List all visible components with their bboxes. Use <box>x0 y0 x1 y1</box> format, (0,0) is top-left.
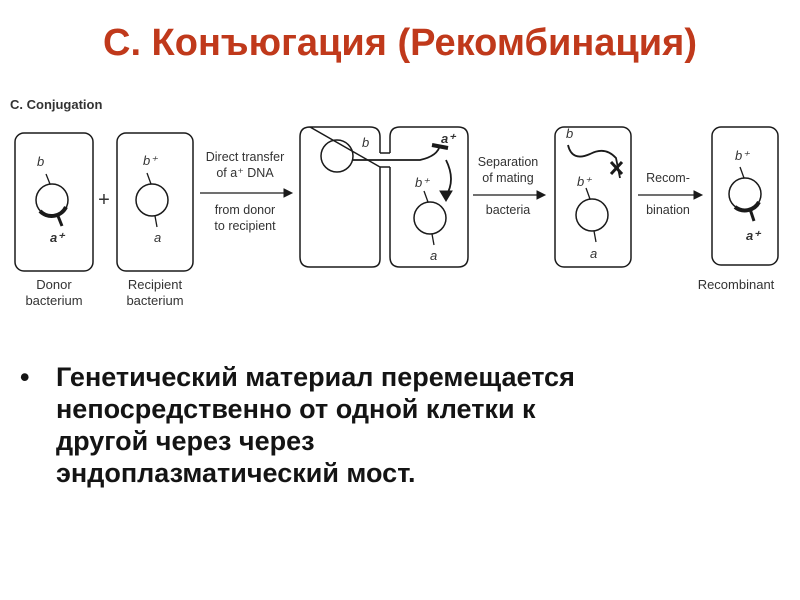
mating-pair: b a⁺ b⁺ a <box>300 127 468 267</box>
donor-caption-2: bacterium <box>25 293 82 308</box>
bullet-marker: • <box>20 362 29 394</box>
recombinant-chromosome-highlight <box>735 202 759 210</box>
recombinant-marker-b <box>740 167 744 178</box>
step2-line2: of mating <box>482 171 533 185</box>
separated-gene-b: b⁺ <box>577 174 592 189</box>
bullet-line-1: Генетический материал перемещается <box>56 362 575 392</box>
separated-gene-a: a <box>590 246 597 261</box>
recipient-caption-2: bacterium <box>126 293 183 308</box>
step-transfer: Direct transfer of a⁺ DNA from donor to … <box>200 150 292 233</box>
donor-chromosome-highlight <box>40 207 66 216</box>
donor-marker-a <box>58 216 62 226</box>
step1-line3: from donor <box>215 203 275 217</box>
mating-donor-chromosome <box>321 140 353 172</box>
separated-recipient: b b⁺ a <box>555 126 631 267</box>
recipient-gene-b: b⁺ <box>143 153 158 168</box>
step2-line3: bacteria <box>486 203 531 217</box>
donor-gene-a: a⁺ <box>50 230 66 245</box>
recipient-bacterium: b⁺ a Recipient bacterium <box>117 133 193 308</box>
recipient-gene-a: a <box>154 230 161 245</box>
step1-arrowhead <box>284 189 292 197</box>
mating-recipient-cell <box>390 127 468 267</box>
donor-marker-b <box>46 174 50 184</box>
step1-line2: of a⁺ DNA <box>216 166 274 180</box>
step3-line1: Recom- <box>646 171 690 185</box>
bullet-line-2: непосредственно от одной клетки к <box>56 394 536 424</box>
step1-line4: to recipient <box>214 219 276 233</box>
recipient-marker-a <box>155 216 157 227</box>
step2-line1: Separation <box>478 155 539 169</box>
mating-recipient-gene-b: b⁺ <box>415 175 430 190</box>
separated-marker-a <box>594 231 596 242</box>
donor-cell-wall <box>15 133 93 271</box>
recipient-marker-b <box>147 173 151 184</box>
separated-marker-b <box>586 188 590 199</box>
bullet-item: • Генетический материал перемещается неп… <box>20 362 760 489</box>
mating-recipient-marker-a <box>432 234 434 245</box>
bullet-line-4: эндоплазматический мост. <box>56 458 416 488</box>
recipient-caption-1: Recipient <box>128 277 183 292</box>
recombinant-gene-b: b⁺ <box>735 148 750 163</box>
bullet-line-3: другой через через <box>56 426 315 456</box>
donor-gene-b: b <box>37 154 44 169</box>
step1-line1: Direct transfer <box>206 150 285 164</box>
conjugation-diagram: C. Conjugation b a⁺ Donor bacterium + b⁺… <box>0 90 800 320</box>
mating-donor-gene: b <box>362 135 369 150</box>
plus-sign: + <box>98 189 110 211</box>
donor-bacterium: b a⁺ Donor bacterium <box>15 133 93 308</box>
mating-recipient-marker-b <box>424 191 428 202</box>
recombinant-gene-a: a⁺ <box>746 228 762 243</box>
separated-fragment-gene: b <box>566 126 573 141</box>
panel-label: C. Conjugation <box>10 97 102 112</box>
donor-caption-1: Donor <box>36 277 72 292</box>
slide-title: С. Конъюгация (Рекомбинация) <box>0 22 800 65</box>
incoming-dna-arrowhead <box>440 191 452 201</box>
mating-recipient-chromosome <box>414 202 446 234</box>
step2-arrowhead <box>537 191 545 199</box>
step3-line2: bination <box>646 203 690 217</box>
recombinant-bacterium: b⁺ a⁺ Recombinant <box>698 127 778 292</box>
recombinant-marker-a <box>750 209 754 221</box>
step-separation: Separation of mating bacteria <box>473 155 545 217</box>
step-recombination: Recom- bination <box>638 171 702 217</box>
mating-transfer-gene: a⁺ <box>441 131 457 146</box>
bullet-list: • Генетический материал перемещается неп… <box>20 362 760 489</box>
mating-recipient-gene-a: a <box>430 248 437 263</box>
recipient-chromosome <box>136 184 168 216</box>
recombinant-caption: Recombinant <box>698 277 775 292</box>
separated-chromosome <box>576 199 608 231</box>
step3-arrowhead <box>694 191 702 199</box>
